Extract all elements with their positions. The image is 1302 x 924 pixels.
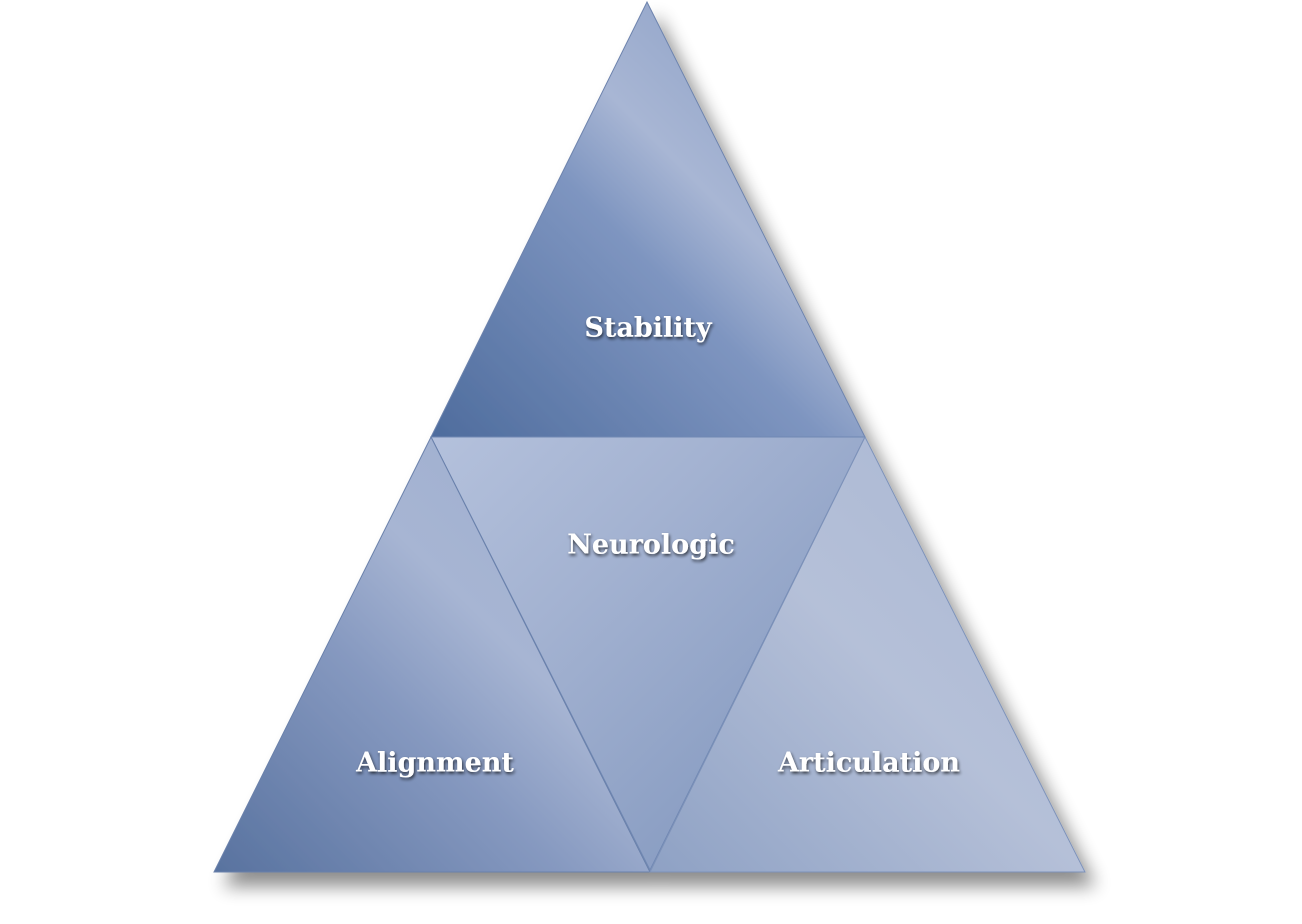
label-stability: Stability	[584, 313, 713, 344]
segment-top-stability	[430, 0, 866, 438]
label-alignment: Alignment	[355, 748, 514, 779]
segment-bottom-right-articulation	[649, 435, 1086, 873]
label-neurologic: Neurologic	[567, 530, 735, 561]
label-articulation: Articulation	[777, 748, 960, 779]
segment-bottom-left-alignment	[213, 435, 651, 873]
